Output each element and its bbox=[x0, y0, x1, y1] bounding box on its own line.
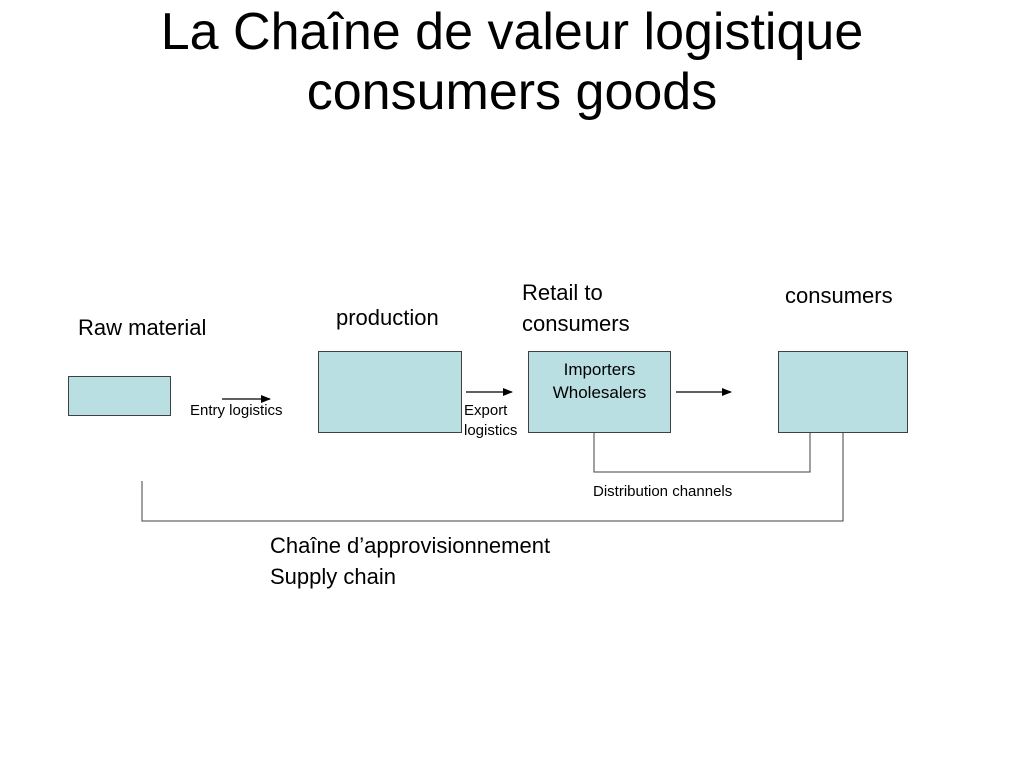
raw-material-box bbox=[68, 376, 171, 416]
supply-chain-french-label: Chaîne d’approvisionnement bbox=[270, 533, 551, 558]
export-logistics-label-line-2: logistics bbox=[464, 422, 518, 439]
consumers-box bbox=[778, 351, 908, 433]
retail-label-line-2: consumers bbox=[522, 311, 630, 336]
title-line-2: consumers goods bbox=[306, 63, 718, 121]
consumers-label: consumers bbox=[785, 283, 893, 308]
export-logistics-label-line-1: Export bbox=[464, 402, 508, 419]
supply-chain-english-label: Supply chain bbox=[270, 564, 396, 589]
production-label: production bbox=[336, 305, 439, 330]
production-box bbox=[318, 351, 462, 433]
page-title: La Chaîne de valeur logistique consumers… bbox=[0, 2, 1024, 122]
importers-text: Importers bbox=[563, 360, 636, 379]
raw-material-label: Raw material bbox=[78, 315, 207, 340]
retail-label-line-1: Retail to bbox=[522, 280, 603, 305]
importers-wholesalers-box: Importers Wholesalers bbox=[528, 351, 671, 433]
title-line-1: La Chaîne de valeur logistique bbox=[160, 3, 864, 61]
entry-logistics-label: Entry logistics bbox=[190, 402, 283, 419]
distribution-channels-bracket bbox=[593, 433, 811, 473]
wholesalers-text: Wholesalers bbox=[552, 383, 647, 402]
supply-chain-bracket bbox=[141, 433, 844, 522]
distribution-channels-label: Distribution channels bbox=[593, 483, 733, 500]
